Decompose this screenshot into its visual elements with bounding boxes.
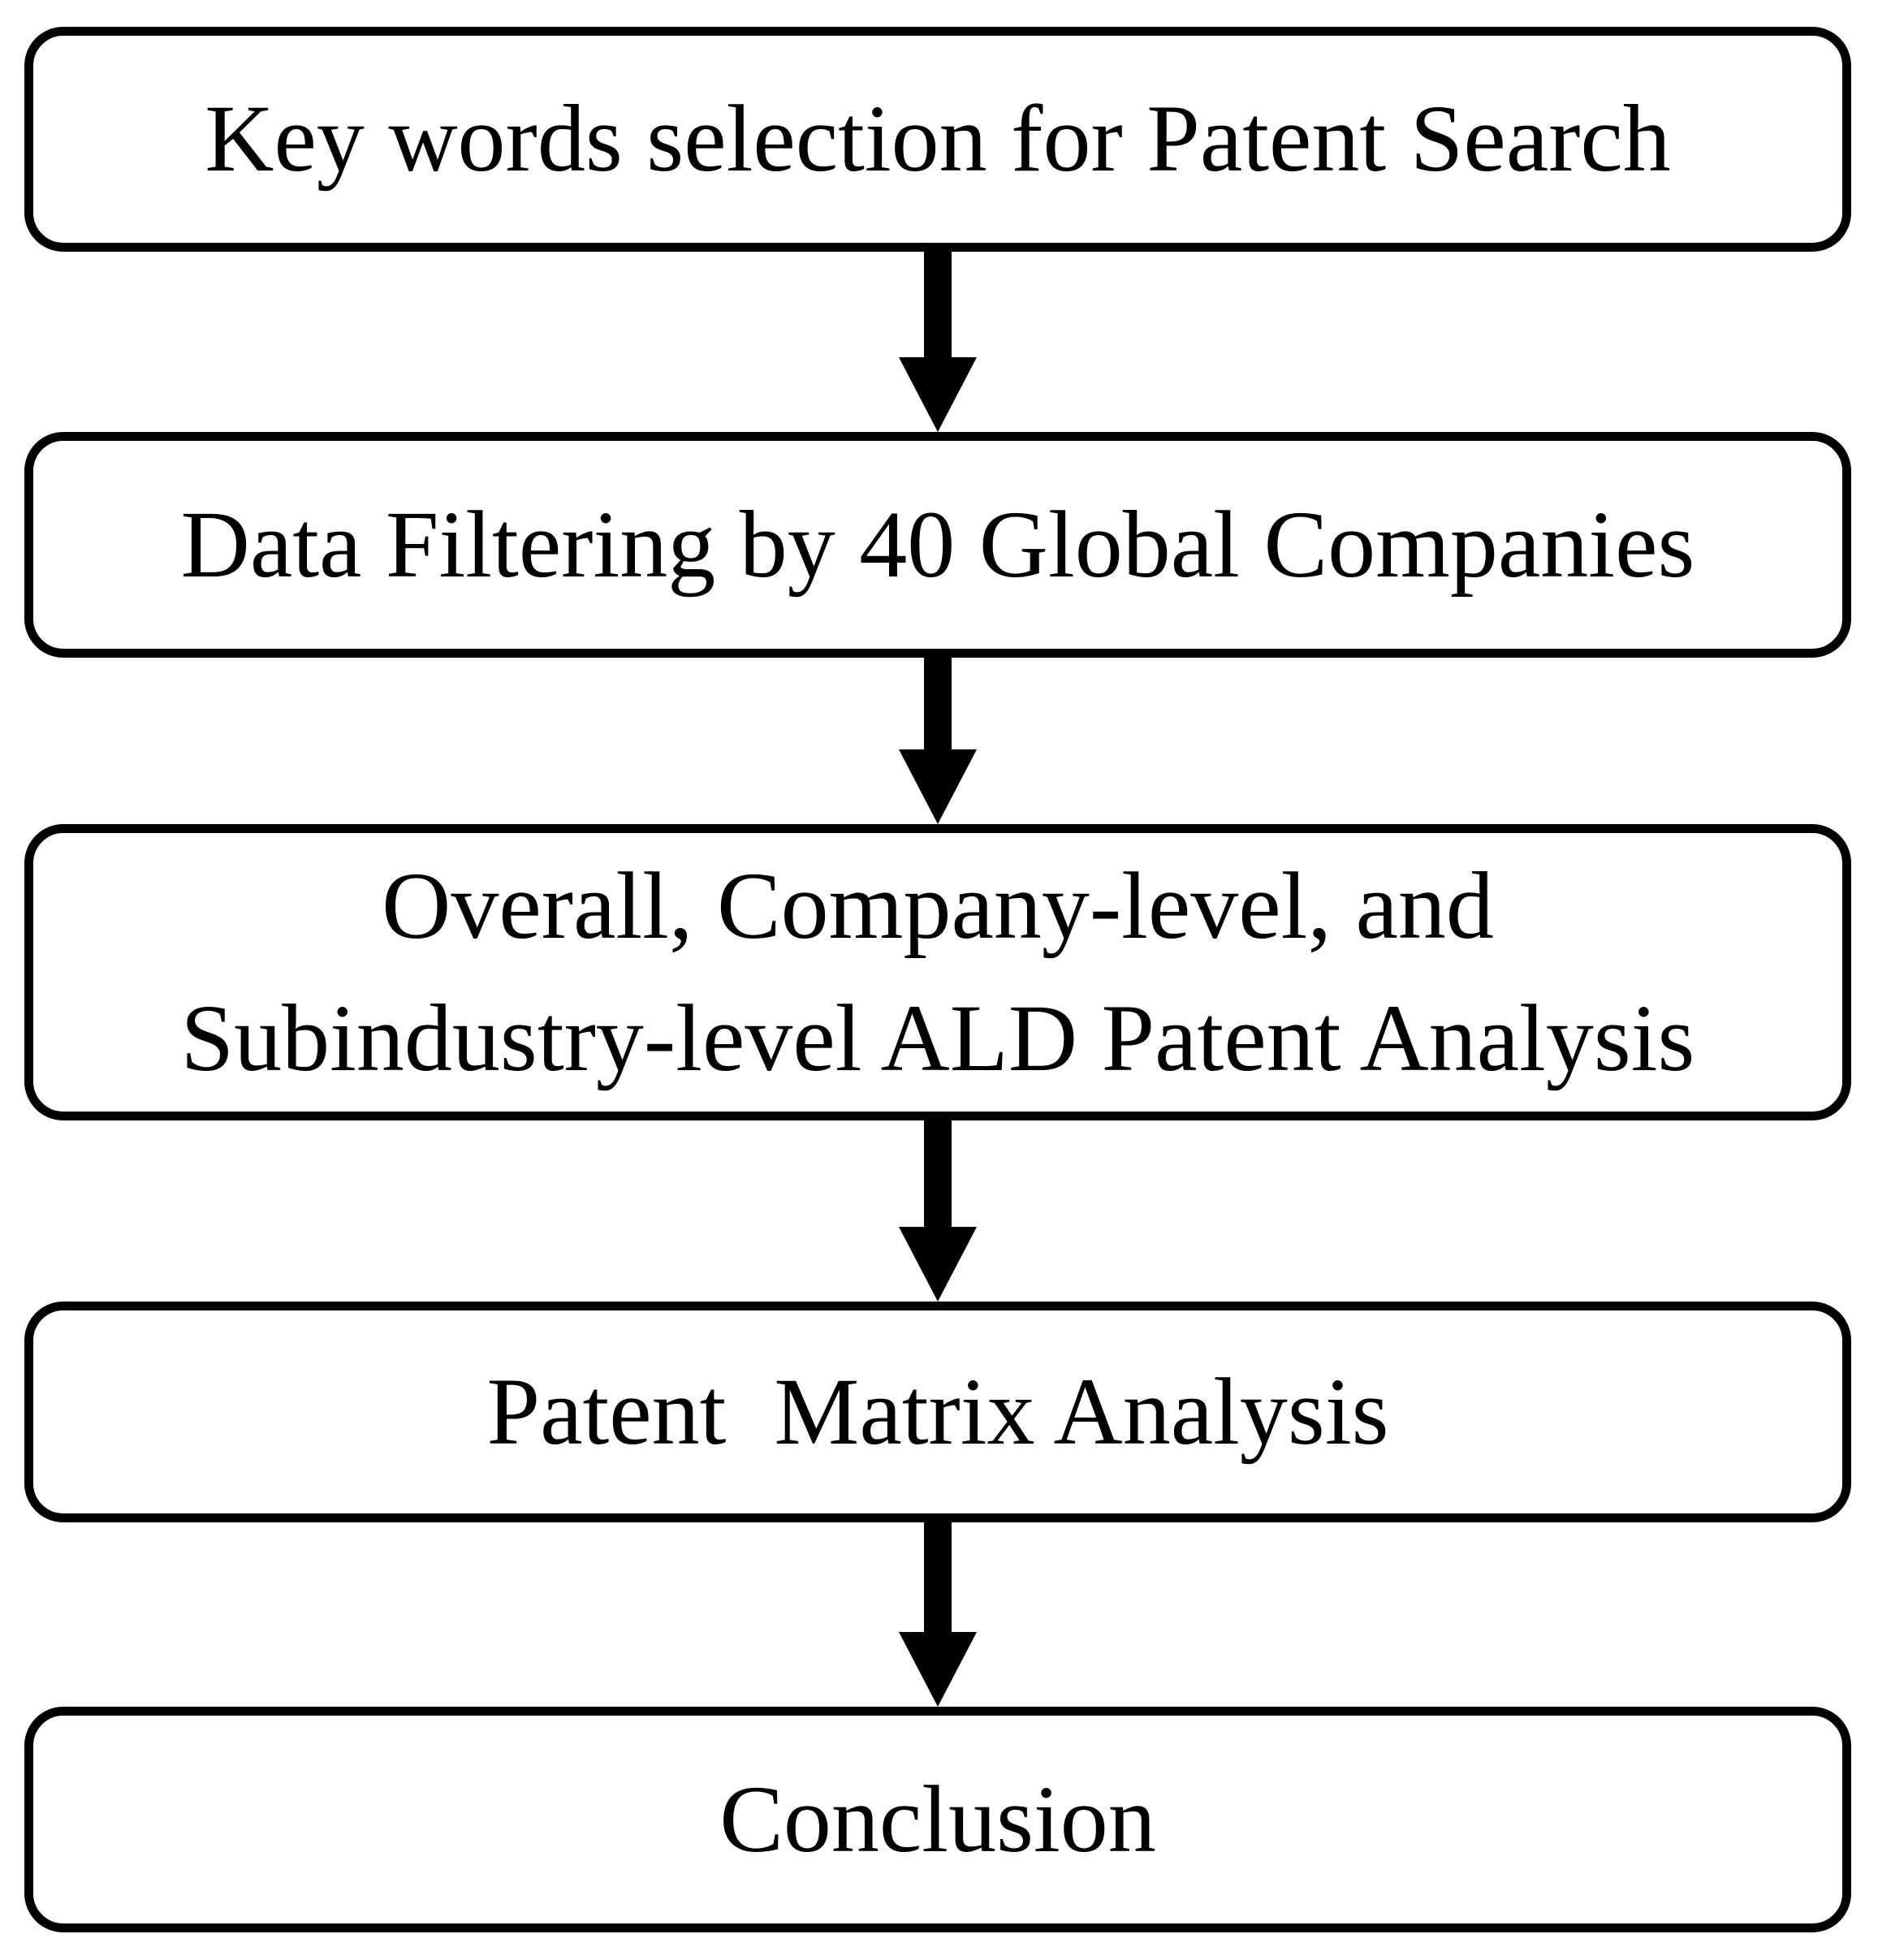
down-arrow-1 (899, 252, 977, 432)
flow-step-patent-analysis: Overall, Company-level, and Subindustry-… (24, 824, 1851, 1120)
down-arrow-2 (899, 658, 977, 824)
flow-step-keywords: Key words selection for Patent Search (24, 27, 1851, 252)
arrow-shaft (924, 1522, 952, 1632)
arrow-head-icon (899, 357, 977, 432)
arrow-shaft (924, 252, 952, 357)
arrow-head-icon (899, 1227, 977, 1302)
flow-step-matrix-analysis: Patent Matrix Analysis (24, 1302, 1851, 1522)
flow-step-label: Conclusion (719, 1765, 1156, 1872)
arrow-shaft (924, 1120, 952, 1227)
flow-step-data-filtering: Data Filtering by 40 Global Companies (24, 432, 1851, 658)
flow-step-label: Patent Matrix Analysis (486, 1358, 1389, 1465)
down-arrow-4 (899, 1522, 977, 1707)
flow-step-label: Key words selection for Patent Search (205, 85, 1671, 192)
flow-step-label: Data Filtering by 40 Global Companies (180, 490, 1695, 598)
down-arrow-3 (899, 1120, 977, 1302)
arrow-shaft (924, 658, 952, 749)
flow-step-conclusion: Conclusion (24, 1707, 1851, 1932)
arrow-head-icon (899, 1632, 977, 1707)
arrow-head-icon (899, 749, 977, 824)
flow-step-label: Overall, Company-level, and Subindustry-… (180, 852, 1695, 1091)
